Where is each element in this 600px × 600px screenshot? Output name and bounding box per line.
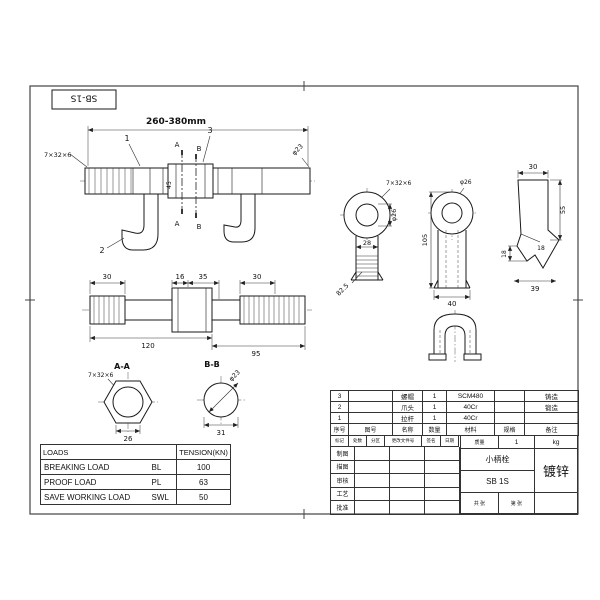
eye-front-dia: φ26: [390, 209, 398, 222]
loads-header-row: LOADS TENSION(KN): [40, 444, 231, 460]
mass-label: 质量: [461, 436, 499, 449]
dim-120: 120: [141, 342, 154, 350]
loads-title: LOADS: [40, 444, 177, 460]
title-block-main: 标记 处数 分区 更改文件号 签名 日期 制图 描图 审核 工艺 批准: [330, 436, 578, 515]
overall-dim-label: 260-380mm: [146, 117, 206, 127]
eye-front-thread: 7×32×6: [386, 180, 412, 187]
mass-value: 1: [499, 436, 535, 449]
dim-30-right: 30: [253, 273, 262, 281]
dim-18-left: 18: [501, 250, 508, 258]
title-block: 3 螺帽 1 SCM480 铸造 2 爪头 1 40Cr 锻造 1 拉杆 1 4…: [330, 390, 579, 515]
dim-26: 26: [124, 435, 133, 443]
eye-side-view: φ26 105 40: [421, 179, 478, 308]
role-row: 制图: [331, 447, 460, 461]
dim-16: 16: [176, 273, 185, 281]
surface-finish: 镀锌: [535, 449, 578, 493]
section-b-bottom: B: [197, 223, 202, 231]
section-aa-thread: 7×32×6: [88, 372, 114, 379]
hook-outline: [516, 179, 560, 269]
product-code: SB 1S: [461, 471, 535, 493]
dim-55: 55: [559, 206, 567, 214]
table-row: 3 螺帽 1 SCM480 铸造: [330, 390, 579, 402]
dim-105: 105: [421, 234, 429, 246]
section-bb-dia: φ23: [227, 368, 242, 383]
table-row: 1 拉杆 1 40Cr: [330, 412, 579, 424]
dim-95: 95: [252, 350, 261, 358]
table-row: BREAKING LOAD BL 100: [40, 459, 231, 475]
product-name: 小柄栓: [461, 449, 535, 471]
dim-18-inner: 18: [537, 245, 545, 252]
eye-front-view: 7×32×6 28 φ26 82.5: [335, 180, 412, 298]
role-row: 批准: [331, 501, 460, 515]
clevis-view: [428, 310, 482, 362]
section-aa-view: A-A 7×32×6 26: [88, 362, 158, 443]
title-block-revision-area: 标记 处数 分区 更改文件号 签名 日期 制图 描图 审核 工艺 批准: [331, 436, 461, 515]
claw-2: [223, 193, 256, 243]
sheet-total: 共 张: [461, 493, 499, 514]
code-label-box: SB-1S: [51, 89, 117, 110]
dim-82-5: 82.5: [335, 282, 351, 298]
drawing-frame: [25, 81, 583, 519]
section-bb-title: B-B: [204, 360, 220, 369]
role-row: 工艺: [331, 487, 460, 501]
eye-side-dia: φ26: [460, 179, 472, 186]
table-row: SAVE WORKING LOAD SWL 50: [40, 489, 231, 505]
loads-tension-header: TENSION(KN): [176, 444, 231, 460]
section-b-top: B: [197, 145, 202, 153]
hook-profile-view: 30 55 18 18 39: [501, 163, 567, 293]
claw-1: [121, 193, 159, 251]
section-aa-title: A-A: [114, 362, 131, 371]
revision-header-row: 标记 处数 分区 更改文件号 签名 日期: [331, 436, 460, 447]
section-a-bottom: A: [175, 220, 180, 228]
part-2-label: 2: [99, 246, 104, 255]
dim-30-hook: 30: [529, 163, 538, 171]
section-bb-view: B-B φ23 31: [197, 360, 245, 437]
loads-table: LOADS TENSION(KN) BREAKING LOAD BL 100 P…: [40, 444, 231, 505]
assembly-view: 260-380mm A B A B 45 1 3 2 7×32×6 φ23: [44, 117, 315, 255]
part-3-label: 3: [207, 126, 212, 135]
parts-header-row: 序号 图号 名称 数量 材料 规格 备注: [330, 423, 579, 436]
assembly-dia-label: φ23: [290, 142, 305, 157]
dim-40: 40: [448, 300, 457, 308]
dim-30-left: 30: [103, 273, 112, 281]
assembly-thread-label: 7×32×6: [44, 151, 71, 159]
role-row: 审核: [331, 474, 460, 488]
dim-28: 28: [363, 239, 371, 247]
role-row: 描图: [331, 460, 460, 474]
dim-45-label: 45: [166, 181, 173, 189]
shaft-view: 30 16 35 30 120 95: [82, 273, 312, 358]
dim-35: 35: [199, 273, 208, 281]
sheet-number: 第 张: [499, 493, 535, 514]
dim-31: 31: [217, 429, 226, 437]
table-row: 2 爪头 1 40Cr 锻造: [330, 401, 579, 413]
part-1-label: 1: [124, 134, 129, 143]
section-a-top: A: [175, 141, 180, 149]
title-block-info-area: 质量 1 kg 小柄栓 镀锌 SB 1S 共 张 第 张: [461, 436, 578, 514]
mass-unit: kg: [535, 436, 578, 449]
parts-list-table: 3 螺帽 1 SCM480 铸造 2 爪头 1 40Cr 锻造 1 拉杆 1 4…: [330, 390, 579, 436]
table-row: PROOF LOAD PL 63: [40, 474, 231, 490]
dim-39: 39: [531, 285, 540, 293]
code-label: SB-1S: [70, 93, 97, 103]
